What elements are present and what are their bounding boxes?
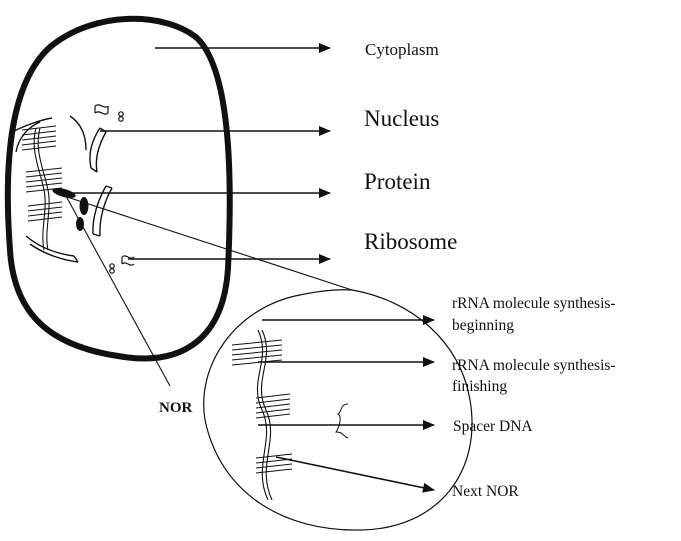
cell-membrane xyxy=(8,19,230,359)
nor-magnified-circle xyxy=(204,290,472,530)
chromatin-strand xyxy=(34,128,49,250)
chromatin-hatch xyxy=(22,126,62,221)
label-rrna-finishing-line2: finishing xyxy=(452,378,507,395)
label-cytoplasm: Cytoplasm xyxy=(365,40,439,59)
zoom-lines xyxy=(64,196,352,386)
nor-dna-strand xyxy=(257,330,272,500)
label-rrna-beginning-line2: beginning xyxy=(452,317,514,334)
label-rrna-finishing-line1: rRNA molecule synthesis- xyxy=(452,357,616,374)
label-spacer-dna: Spacer DNA xyxy=(453,418,533,435)
label-rrna-beginning-line1: rRNA molecule synthesis- xyxy=(452,295,616,312)
label-nor: NOR xyxy=(159,400,193,416)
label-ribosome: Ribosome xyxy=(364,229,457,254)
spacer-bracket xyxy=(336,404,348,438)
arrow-next-nor xyxy=(276,457,434,490)
label-next-nor: Next NOR xyxy=(452,483,519,500)
label-protein: Protein xyxy=(364,169,431,194)
ribosome-icon xyxy=(95,105,134,273)
label-nucleus: Nucleus xyxy=(364,106,439,131)
